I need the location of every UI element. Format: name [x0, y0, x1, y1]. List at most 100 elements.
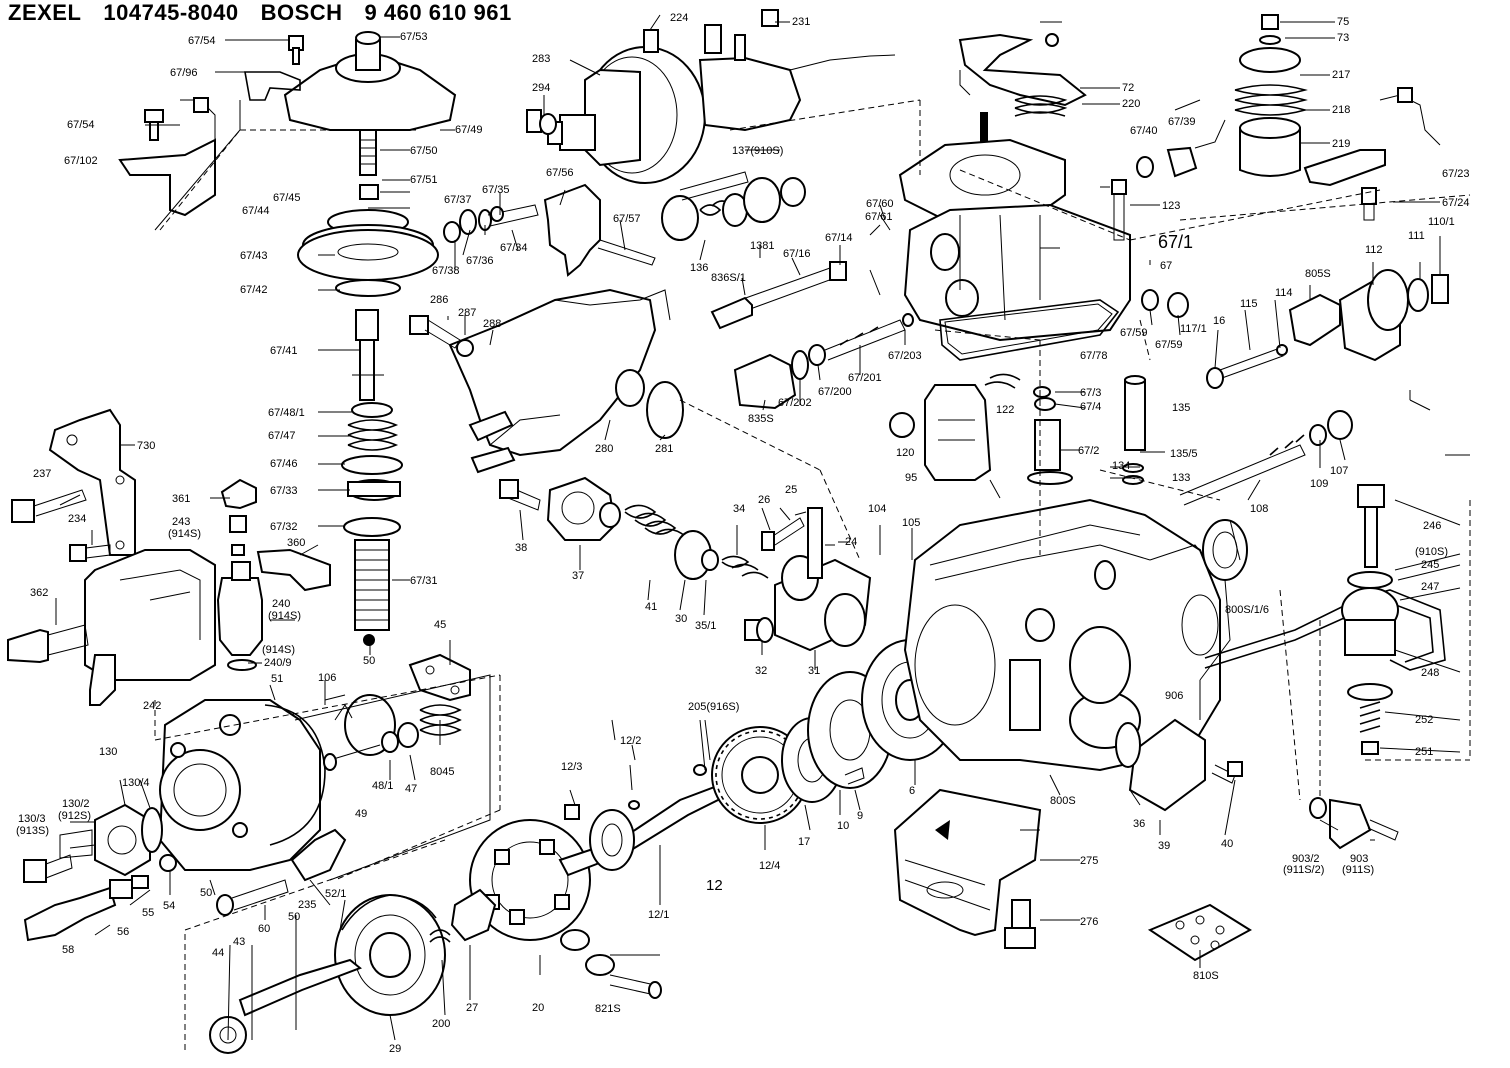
label-67-48-1: 67/48/1 — [268, 407, 305, 419]
label-106: 106 — [318, 672, 337, 684]
governor-housing-67-1 — [898, 112, 1131, 342]
delivery-valve-130 — [59, 803, 163, 877]
label-67-200: 67/200 — [818, 386, 852, 398]
screw-286 — [409, 315, 474, 357]
label-56: 56 — [117, 926, 130, 938]
label-67-24: 67/24 — [1442, 197, 1470, 209]
label-67-47: 67/47 — [268, 430, 296, 442]
label-67-61: 67/61 — [865, 211, 893, 223]
label-912s: (912S) — [58, 810, 92, 822]
diaphragm-cover — [283, 31, 457, 131]
label-67-201: 67/201 — [848, 372, 882, 384]
plug-67-39 — [1136, 119, 1226, 178]
label-220: 220 — [1122, 98, 1141, 110]
label-47: 47 — [405, 783, 418, 795]
label-136: 136 — [690, 262, 709, 274]
label-903-2: 903/2 — [1292, 853, 1320, 865]
dashpot-217-219 — [1234, 14, 1308, 177]
label-275: 275 — [1080, 855, 1099, 867]
label-55: 55 — [142, 907, 155, 919]
screw-67-16 — [710, 261, 847, 330]
label-116: 16 — [1213, 315, 1226, 327]
label-67-202: 67/202 — [778, 397, 812, 409]
label-54: 54 — [163, 900, 176, 912]
actuator-283 — [547, 9, 896, 184]
label-283: 283 — [532, 53, 551, 65]
label-95: 95 — [905, 472, 918, 484]
valve-122-135 — [984, 373, 1146, 485]
bosch-part-number: 9 460 610 961 — [364, 0, 512, 25]
label-67-102: 67/102 — [64, 155, 98, 167]
label-67-45: 67/45 — [273, 192, 301, 204]
timer-piston-31 — [744, 555, 872, 652]
label-52-1: 52/1 — [325, 888, 347, 900]
label-130-4: 130/4 — [122, 777, 150, 789]
label-123: 123 — [1162, 200, 1181, 212]
label-67-37: 67/37 — [444, 194, 472, 206]
lever-67-23 — [1303, 87, 1441, 187]
label-50b: 50 — [200, 887, 213, 899]
label-36: 36 — [1133, 818, 1146, 830]
label-6: 6 — [909, 785, 916, 797]
label-67-31: 67/31 — [410, 575, 438, 587]
label-8045: 8045 — [430, 766, 455, 778]
gasket-kit-810s — [1147, 903, 1252, 962]
pipe-906 — [1204, 589, 1446, 671]
label-67-42: 67/42 — [240, 284, 268, 296]
brand-bosch: BOSCH — [260, 0, 343, 25]
label-67-46: 67/46 — [270, 458, 298, 470]
gasket-67-78 — [939, 299, 1120, 361]
label-205: 205(916S) — [688, 701, 740, 713]
label-38: 38 — [515, 542, 528, 554]
label-67-34: 67/34 — [500, 242, 528, 254]
pins-24-26 — [761, 507, 823, 579]
label-67-60: 67/60 — [866, 198, 894, 210]
label-67-56: 67/56 — [546, 167, 574, 179]
label-35-1: 35/1 — [695, 620, 717, 632]
label-911s: (911S) — [1342, 864, 1375, 876]
main-pump-housing — [903, 498, 1248, 772]
cam-plate-29 — [334, 894, 446, 1016]
flyweight-805s — [1206, 293, 1341, 389]
pins-821s — [560, 929, 662, 999]
label-51: 51 — [271, 673, 284, 685]
bolt-123 — [1111, 179, 1127, 241]
label-110-1: 110/1 — [1428, 216, 1455, 228]
label-276: 276 — [1080, 916, 1099, 928]
label-117-1: 117/1 — [1180, 323, 1207, 335]
label-27: 27 — [466, 1002, 479, 1014]
label-67-43: 67/43 — [240, 250, 268, 262]
label-800s-1-6: 800S/1/6 — [1225, 604, 1270, 616]
plug-362 — [7, 624, 89, 664]
label-37: 37 — [572, 570, 585, 582]
label-362: 362 — [30, 587, 49, 599]
label-34: 34 — [733, 503, 746, 515]
label-67-57: 67/57 — [613, 213, 641, 225]
label-245: 245 — [1421, 559, 1440, 571]
label-112: 112 — [1365, 244, 1383, 256]
label-75: 75 — [1337, 16, 1350, 28]
label-67-203: 67/203 — [888, 350, 922, 362]
label-67-2: 67/2 — [1078, 445, 1100, 457]
zexel-part-number: 104745-8040 — [103, 0, 239, 25]
label-67-49: 67/49 — [455, 124, 483, 136]
diaphragm-stack — [297, 129, 439, 401]
label-133: 133 — [1172, 472, 1191, 484]
leader-lines — [55, 14, 1471, 1050]
bracket-275 — [893, 788, 1042, 937]
label-730: 730 — [137, 440, 156, 452]
label-288: 288 — [483, 318, 502, 330]
label-67-53: 67/53 — [400, 31, 428, 43]
label-41: 41 — [645, 601, 658, 613]
label-67-51: 67/51 — [410, 174, 438, 186]
label-240: 240 — [272, 598, 291, 610]
lever-72 — [958, 33, 1087, 107]
label-10: 10 — [837, 820, 850, 832]
label-243: 243 — [172, 516, 191, 528]
label-200: 200 — [432, 1018, 451, 1030]
label-240-9: 240/9 — [264, 657, 292, 669]
label-67-54b: 67/54 — [67, 119, 95, 131]
bracket-67-102 — [118, 97, 241, 231]
label-44: 44 — [212, 947, 225, 959]
